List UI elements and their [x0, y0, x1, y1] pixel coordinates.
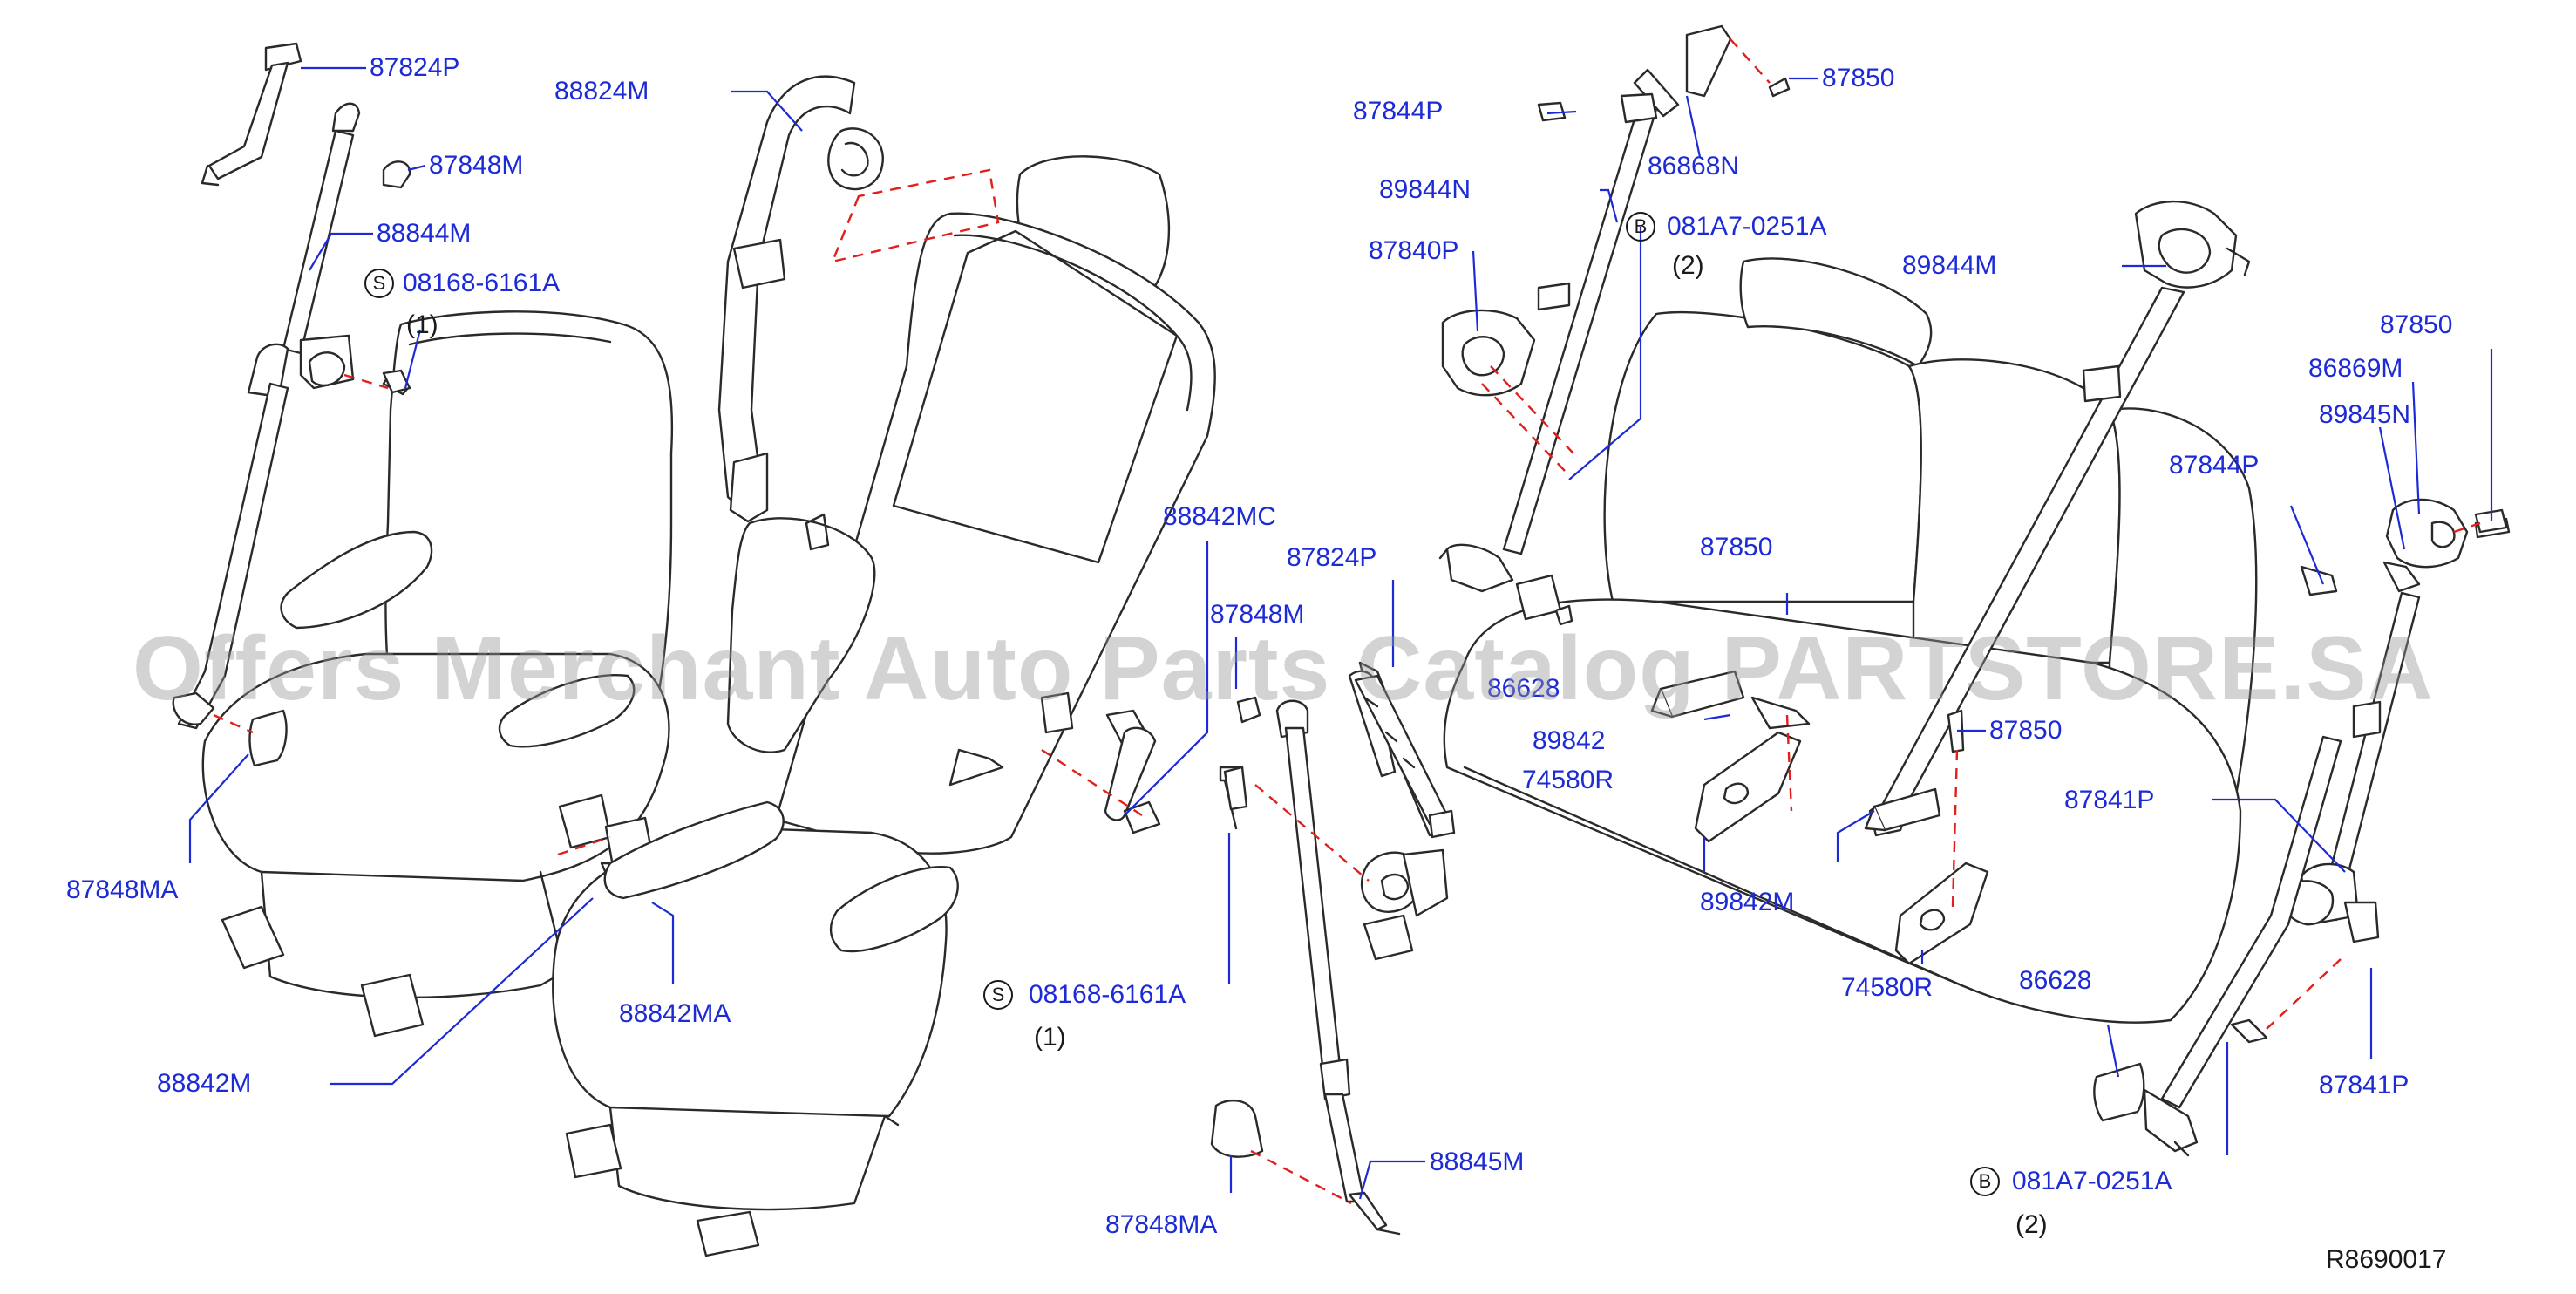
callout-87848ma-left: 87848MA — [66, 875, 179, 904]
callout-87850-mid: 87850 — [1700, 533, 1773, 562]
rear-center-belt-assembly — [1438, 24, 1732, 621]
callout-88824m: 88824M — [554, 77, 649, 106]
callout-87840p: 87840P — [1369, 236, 1459, 265]
fasteners — [382, 77, 2508, 1044]
callout-89842: 89842 — [1533, 726, 1606, 755]
callout-87844p-center: 87844P — [1353, 97, 1444, 126]
callout-88842mc: 88842MC — [1163, 502, 1277, 531]
circled-b-icon: B — [1626, 212, 1655, 242]
middle-seat-drawing — [552, 155, 1216, 1257]
callout-87841p-lower: 87841P — [2319, 1071, 2409, 1100]
callout-88845m: 88845M — [1430, 1148, 1525, 1176]
callout-leader-lines — [188, 66, 2493, 1200]
callout-74580r-right: 74580R — [1841, 973, 1934, 1002]
bracket-87824p-middle — [1354, 674, 1456, 839]
callout-87824p-left: 87824P — [370, 53, 460, 82]
callout-86868n: 86868N — [1648, 152, 1740, 180]
callout-86628-partial: 86628 — [1487, 674, 1560, 703]
rear-buckles — [1650, 670, 1989, 965]
callout-89842m: 89842M — [1700, 888, 1795, 916]
mounting-dashed-lines — [213, 38, 2481, 1205]
rear-bench-seat-drawing — [1443, 257, 2258, 1024]
callout-74580r-left: 74580R — [1522, 766, 1614, 794]
quantity-label: (2) — [2015, 1210, 2048, 1239]
callout-89844n: 89844N — [1379, 175, 1472, 204]
left-front-belt-assembly — [172, 42, 411, 767]
circled-s-icon: S — [983, 980, 1013, 1010]
callout-89845n: 89845N — [2319, 400, 2411, 429]
callout-08168-6161a-left: 08168-6161A — [403, 269, 561, 297]
belt-strap-88824m — [717, 75, 885, 523]
left-front-seat-drawing — [201, 310, 674, 1038]
quantity-label: (1) — [406, 310, 438, 339]
callout-87848m-left: 87848M — [429, 151, 524, 180]
callout-87850-right: 87850 — [2380, 310, 2453, 339]
callout-87850-lower: 87850 — [1989, 716, 2063, 745]
callout-87848m-middle: 87848M — [1210, 600, 1305, 629]
callout-86869m: 86869M — [2308, 354, 2403, 383]
callout-87850-top: 87850 — [1822, 64, 1895, 92]
callout-081a7-0251a-right: 081A7-0251A — [2012, 1167, 2172, 1195]
callout-86628: 86628 — [2019, 966, 2092, 995]
quantity-label: (2) — [1672, 251, 1704, 280]
callout-08168-6161a-middle: 08168-6161A — [1029, 980, 1186, 1009]
callout-87844p-right: 87844P — [2169, 451, 2260, 480]
callout-87848ma-middle: 87848MA — [1105, 1210, 1218, 1239]
callout-88842m: 88842M — [157, 1069, 252, 1098]
diagram-reference-number: R8690017 — [2326, 1245, 2447, 1274]
callout-88844m: 88844M — [377, 219, 472, 248]
middle-seat-buckle — [948, 691, 1161, 834]
circled-s-icon: S — [364, 269, 394, 298]
callout-081a7-0251a-center: 081A7-0251A — [1667, 212, 1827, 241]
quantity-label: (1) — [1034, 1023, 1066, 1052]
callout-89844m: 89844M — [1902, 251, 1997, 280]
callout-88842ma: 88842MA — [619, 999, 731, 1028]
callout-87841p-upper: 87841P — [2064, 786, 2155, 814]
callout-87824p-middle: 87824P — [1287, 543, 1377, 572]
circled-b-icon: B — [1970, 1167, 2000, 1196]
rear-right-belt-assembly — [2093, 498, 2511, 1157]
